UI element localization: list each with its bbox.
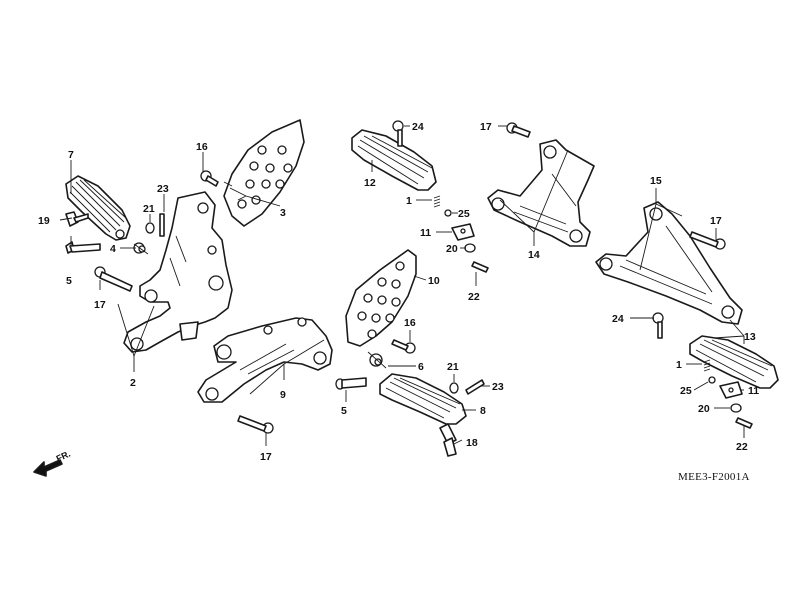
callout-22-right: 22 [736,441,748,453]
pin-24-top [392,120,404,147]
diagram-code: MEE3-F2001A [678,471,750,483]
step-holder-right-front [197,317,333,403]
callout-3: 3 [280,207,286,219]
callout-13: 13 [744,331,756,343]
washer-21-right [449,382,459,394]
callout-16-right: 16 [404,317,416,329]
callout-1-top: 1 [406,195,412,207]
ball-25-right [708,376,716,384]
washer-20-right [730,403,742,413]
spring-6 [367,351,387,369]
front-direction-label: FR. [55,449,72,464]
bolt-17-lower [237,415,274,434]
callouts: 7 19 5 4 21 23 16 17 2 3 9 17 10 16 6 5 … [38,121,759,463]
front-direction-indicator: FR. [33,449,72,477]
footpeg-left-rear [351,129,437,191]
callout-21-right: 21 [447,361,459,373]
footpeg-right-front [379,373,467,425]
cotter-pin-22-right [735,417,753,429]
washer-21-left [145,222,155,234]
spring-1-top [433,195,441,208]
callout-7: 7 [68,149,74,161]
callout-9: 9 [280,389,286,401]
callout-10: 10 [428,275,440,287]
footpeg-right-rear [689,335,779,389]
callout-25-top: 25 [458,208,470,220]
bolt-17-top [506,122,531,138]
clip-23-right [465,379,485,395]
callout-24-right: 24 [612,313,624,325]
callout-4: 4 [110,243,116,255]
callout-20-top: 20 [446,243,458,255]
step-holder-left-front [123,191,233,353]
callout-17-left: 17 [94,299,106,311]
cotter-pin-22-top [471,261,489,273]
callout-20-right: 20 [698,403,710,415]
callout-5-right: 5 [341,405,347,417]
bolt-19 [65,211,89,227]
pin-5-right [335,377,367,390]
spring-1-right [703,359,711,372]
callout-22-top: 22 [468,291,480,303]
callout-5-left: 5 [66,275,72,287]
callout-14: 14 [528,249,540,261]
callout-6: 6 [418,361,424,373]
callout-11-top: 11 [420,227,431,239]
washer-20-top [464,243,476,253]
bolt-16-left [200,170,219,187]
detent-plate-11-right [719,381,743,399]
clip-23-left [159,213,165,237]
heel-guard-right [345,249,417,347]
callout-16-left: 16 [196,141,208,153]
callout-17-lower: 17 [260,451,272,463]
detent-plate-11-top [451,223,475,241]
callout-23-left: 23 [157,183,169,195]
callout-12: 12 [364,177,376,189]
leader-lines [59,125,745,446]
callout-25-right: 25 [680,385,692,397]
callout-24-top: 24 [412,121,424,133]
footpeg-left-front [65,175,131,241]
ball-25-top [444,209,452,217]
pillion-step-bracket-right [595,201,743,325]
callout-2: 2 [130,377,136,389]
pillion-step-bracket-left [487,139,595,247]
callout-18: 18 [466,437,478,449]
bolt-16-right [391,339,416,354]
callout-8: 8 [480,405,486,417]
callout-17-right: 17 [710,215,722,227]
pin-24-right [652,312,664,339]
callout-15: 15 [650,175,662,187]
spring-4 [133,242,149,255]
callout-21-left: 21 [143,203,155,215]
callout-17-top: 17 [480,121,492,133]
heel-guard-left [223,119,305,227]
bolt-17-right [689,231,726,250]
bolt-18 [439,423,457,457]
bolt-17-left-upper [94,266,133,292]
pin-5-left [65,241,101,254]
callout-11-right: 11 [748,385,759,397]
callout-1-right: 1 [676,359,682,371]
callout-23-right: 23 [492,381,504,393]
callout-19: 19 [38,215,50,227]
